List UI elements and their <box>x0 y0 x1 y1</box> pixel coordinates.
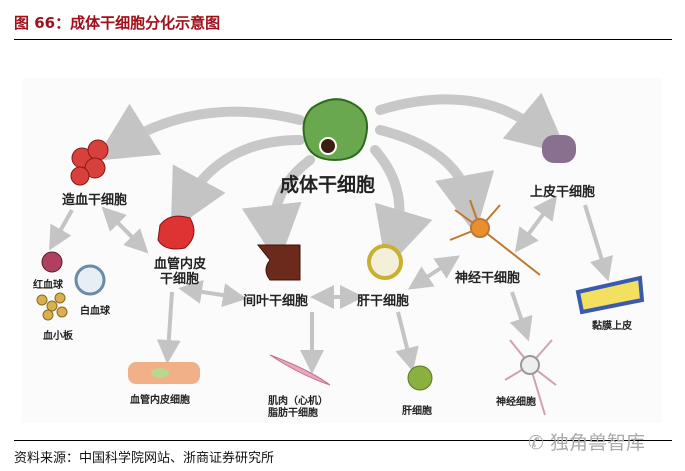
label-muscle: 肌肉（心机） <box>268 396 328 407</box>
label-mesenchymal: 间叶干细胞 <box>243 294 309 309</box>
platelet-icon <box>36 292 68 321</box>
label-neural-stem: 神经干细胞 <box>455 271 521 286</box>
label-white-blood: 白血球 <box>80 306 110 317</box>
neural-stem-icon <box>449 199 541 276</box>
endothelial-cell-icon <box>128 362 200 384</box>
label-liver-stem: 肝干细胞 <box>357 294 410 309</box>
source-note: 资料来源：中国科学院网站、浙商证券研究所 <box>14 451 275 466</box>
bottom-divider <box>14 440 672 441</box>
endothelial-stem-icon <box>157 215 195 250</box>
label-adult-stem-cell: 成体干细胞 <box>280 174 376 196</box>
label-endothelial-cell: 血管内皮细胞 <box>130 395 190 406</box>
figure-title: 图 66：成体干细胞分化示意图 <box>14 14 221 32</box>
hematopoietic-cells-icon <box>70 139 109 186</box>
watermark-text: 独角兽智库 <box>549 432 645 454</box>
label-epithelial-stem: 上皮干细胞 <box>530 185 596 200</box>
label-red-blood: 红血球 <box>33 280 63 291</box>
label-platelet: 血小板 <box>43 331 73 342</box>
label-hematopoietic: 造血干细胞 <box>62 193 128 208</box>
label-mucosa: 黏膜上皮 <box>592 321 632 332</box>
stem-cell-icon <box>302 98 368 162</box>
white-blood-icon <box>74 264 106 296</box>
label-neuron: 神经细胞 <box>496 397 536 408</box>
top-divider <box>14 39 672 40</box>
watermark: ✆ 独角兽智库 <box>528 428 645 455</box>
mesenchymal-icon <box>256 244 301 281</box>
mucosa-icon <box>575 275 645 315</box>
muscle-icon <box>269 354 331 386</box>
liver-stem-icon <box>367 244 403 280</box>
label-endothelial-stem-2: 干细胞 <box>160 272 200 287</box>
epithelial-stem-icon <box>542 135 576 163</box>
liver-cell-icon <box>407 365 433 391</box>
curved-arrows <box>94 92 568 269</box>
red-blood-icon <box>41 251 63 273</box>
label-endothelial-stem-1: 血管内皮 <box>154 257 207 272</box>
label-liver-cell: 肝细胞 <box>402 406 432 417</box>
straight-arrows <box>49 195 613 374</box>
neuron-icon <box>504 339 557 416</box>
wechat-icon: ✆ <box>528 432 550 454</box>
label-fat-stem: 脂肪干细胞 <box>268 408 318 419</box>
